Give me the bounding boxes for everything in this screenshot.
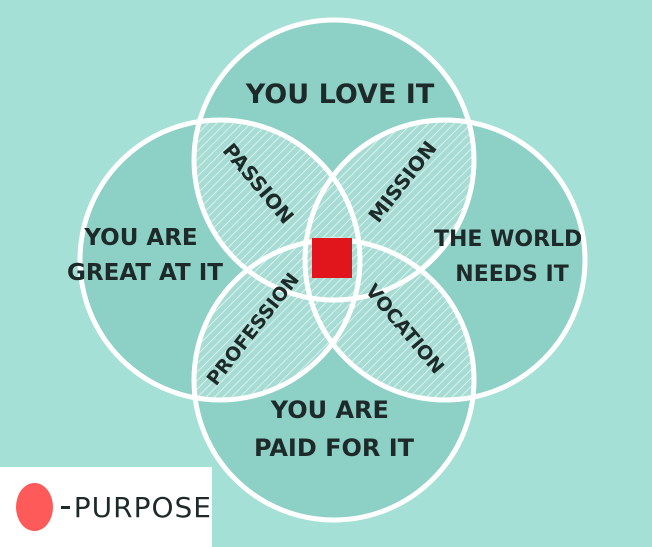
label-you-love-it: YOU LOVE IT	[245, 79, 435, 110]
legend-dash	[60, 505, 70, 509]
legend-label: PURPOSE	[73, 490, 212, 524]
label-you-are-paid-for-it: YOU ARE PAID FOR IT	[254, 396, 415, 462]
legend: PURPOSE	[0, 467, 212, 547]
circle-outlines	[77, 17, 588, 523]
purpose-center-square	[312, 238, 352, 278]
legend-red-dot	[16, 483, 53, 531]
label-the-world-needs-it: THE WORLD NEEDS IT	[434, 227, 590, 287]
label-you-are-great-at-it: YOU ARE GREAT AT IT	[67, 225, 223, 286]
